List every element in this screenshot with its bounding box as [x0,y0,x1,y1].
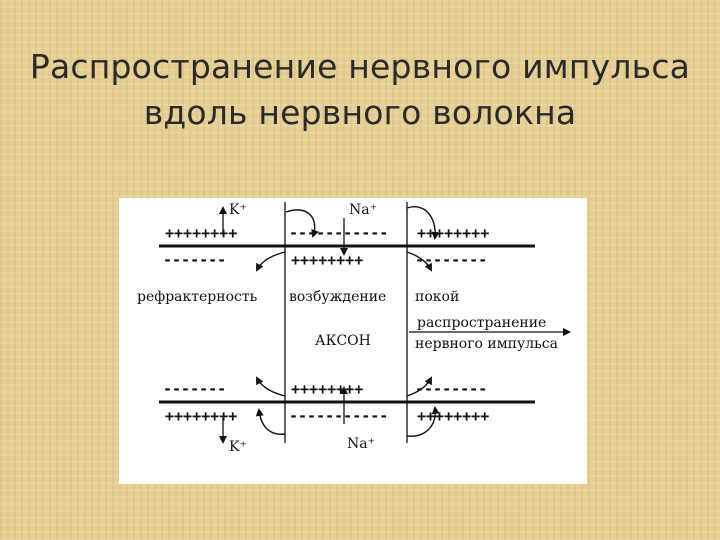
k-ion-label-bottom: K⁺ [229,439,247,455]
top-inner-charges-middle: ++++++++ [291,251,363,269]
current-loop-bottom-right [406,406,440,437]
propagation-label-line-2: нервного импульса [415,336,558,352]
bottom-inner-charges-left: ------- [163,380,226,398]
current-loop-top-right [406,206,440,240]
bottom-outer-charges-right: ++++++++ [417,407,489,425]
na-ion-label-top: Na⁺ [349,202,377,218]
diagram-canvas: K⁺ Na⁺ K⁺ Na⁺ ++++++++ ----------- +++++… [137,202,571,455]
top-outer-charges-middle: ----------- [289,224,388,242]
refractory-label: рефрактерность [137,289,258,305]
propagation-label-line-1: распространение [417,315,546,331]
top-outer-charges-left: ++++++++ [165,224,237,242]
axon-impulse-diagram: K⁺ Na⁺ K⁺ Na⁺ ++++++++ ----------- +++++… [119,198,587,484]
slide-title-line-1: Распространение нервного импульса [29,47,691,86]
bottom-outer-charges-middle: ----------- [289,407,388,425]
current-loop-top-left [285,209,319,238]
bottom-inner-charges-right: -------- [415,380,487,398]
current-loop-top-left-inner [256,251,286,272]
slide-title: Распространение нервного импульса вдоль … [20,44,700,136]
excitation-label: возбуждение [289,289,386,305]
current-loop-bottom-left [255,408,286,435]
current-loop-bottom-right-inner [406,376,432,397]
axon-label: АКСОН [315,333,371,349]
bottom-inner-charges-middle: ++++++++ [291,380,363,398]
top-outer-charges-right: ++++++++ [417,224,489,242]
current-loop-top-right-inner [406,251,432,272]
slide-title-line-2: вдоль нервного волокна [143,93,577,132]
top-inner-charges-left: ------- [163,251,226,269]
bottom-outer-charges-left: ++++++++ [165,407,237,425]
k-ion-label-top: K⁺ [229,202,247,218]
top-inner-charges-right: -------- [415,251,487,269]
current-loop-bottom-left-inner [256,376,286,397]
na-ion-label-bottom: Na⁺ [347,436,375,452]
rest-label: покой [415,289,459,305]
